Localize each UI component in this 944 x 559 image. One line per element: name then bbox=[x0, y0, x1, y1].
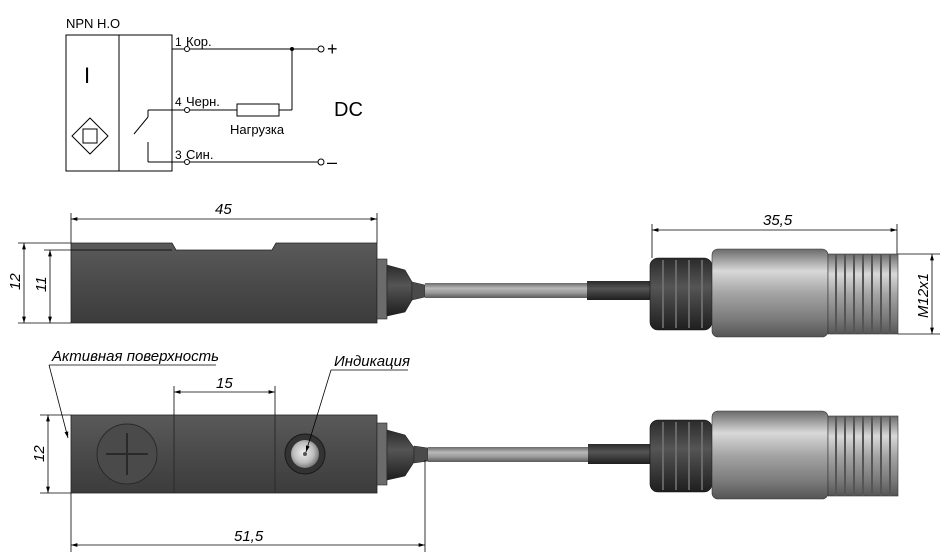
dim-top-length: 45 bbox=[215, 201, 232, 218]
dim-connector-length: 35,5 bbox=[763, 212, 793, 229]
plus-sign: + bbox=[327, 39, 338, 59]
terminal-1-number: 1 bbox=[175, 35, 182, 49]
top-cable bbox=[425, 283, 587, 298]
sensor-symbol-text: I bbox=[84, 63, 90, 88]
terminal-3-name: Син. bbox=[186, 147, 213, 162]
active-surface-cross-icon bbox=[96, 423, 158, 485]
top-sensor-body bbox=[70, 242, 378, 324]
dim-window-width: 15 bbox=[216, 375, 233, 392]
terminal-4-number: 4 bbox=[175, 95, 182, 109]
top-connector-metal bbox=[711, 248, 829, 338]
dim-top-height-outer: 12 bbox=[7, 273, 24, 290]
dim-bottom-height: 12 bbox=[31, 445, 48, 462]
bottom-view: 15 12 51,5 Активная поверхность Индикаци… bbox=[31, 348, 899, 552]
bottom-connector-thread bbox=[827, 415, 899, 497]
dim-top-height-inner: 11 bbox=[33, 276, 50, 292]
top-view: 45 12 11 35,5 M12x1 bbox=[7, 201, 940, 338]
bottom-cable bbox=[428, 447, 588, 462]
load-label: Нагрузка bbox=[230, 122, 285, 137]
switch-contact-icon bbox=[133, 109, 172, 163]
bottom-connector-rubber bbox=[649, 419, 713, 493]
dim-thread: M12x1 bbox=[915, 273, 932, 318]
wiring-schematic: NPN H.O I 1 Кор. bbox=[65, 16, 363, 172]
dim-total-length: 51,5 bbox=[234, 528, 264, 545]
bottom-connector-metal bbox=[711, 410, 829, 500]
top-connector-rubber bbox=[649, 257, 713, 331]
terminal-3-number: 3 bbox=[175, 148, 182, 162]
schematic-type-label: NPN H.O bbox=[66, 16, 120, 31]
minus-sign: – bbox=[327, 152, 337, 172]
terminal-1-name: Кор. bbox=[186, 34, 212, 49]
led-indicator-icon bbox=[284, 433, 326, 475]
callout-active-surface: Активная поверхность bbox=[51, 348, 219, 365]
top-connector-thread bbox=[827, 253, 899, 335]
inductive-sensor-icon bbox=[71, 117, 109, 155]
terminal-4-name: Черн. bbox=[186, 94, 220, 109]
supply-label: DC bbox=[334, 99, 363, 121]
callout-indication: Индикация bbox=[334, 353, 410, 370]
load-resistor-icon bbox=[236, 103, 280, 117]
